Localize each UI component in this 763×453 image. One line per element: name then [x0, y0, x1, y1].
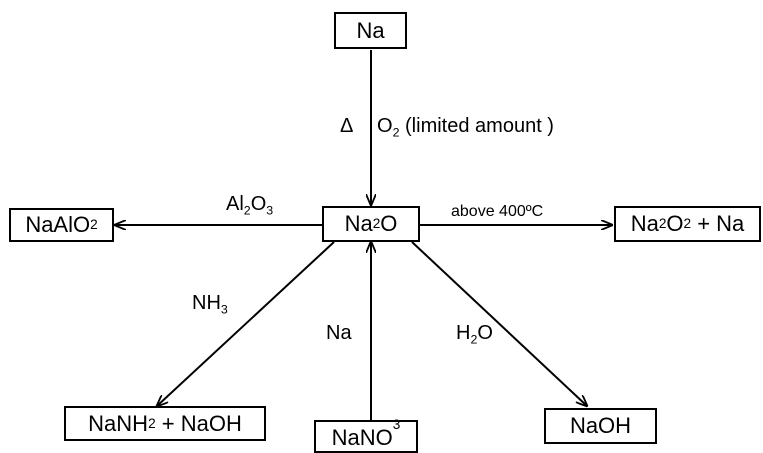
nanh2-main: NaNH: [88, 410, 149, 436]
al2o3-s2: 3: [266, 203, 274, 218]
compound-na-text: Na: [356, 17, 385, 43]
label-h2o: H2O: [456, 322, 493, 347]
h2o-tail: O: [477, 322, 493, 344]
arrow-na2o-to-nanh2: [157, 241, 335, 406]
na2o2-tail: + Na: [691, 211, 745, 236]
nh3-main: NH: [192, 292, 221, 314]
na2o2-mid: O: [666, 211, 684, 236]
compound-na: Na: [334, 12, 407, 49]
na2o-tail: O: [380, 211, 398, 236]
na2o2-main: Na: [630, 211, 659, 236]
naalo2-main: NaAlO: [25, 212, 91, 237]
compound-naoh: NaOH: [544, 408, 657, 444]
o2-tail: (limited amount ): [399, 115, 554, 137]
label-al2o3: Al2O3: [226, 193, 274, 218]
label-o2-limited: O2 (limited amount ): [377, 115, 554, 140]
al2o3-s1: 2: [243, 203, 251, 218]
arrow-na2o-to-naoh: [411, 241, 587, 406]
nano3-main: NaNO: [331, 425, 393, 450]
naoh-text: NaOH: [569, 413, 632, 438]
na2o-main: Na: [344, 211, 373, 236]
al2o3-a: Al: [226, 193, 244, 215]
o2-main: O: [377, 115, 393, 137]
label-na-reagent: Na: [326, 322, 352, 344]
h2o-main: H: [456, 322, 471, 344]
al2o3-b: O: [250, 193, 267, 215]
o2-sub: 2: [392, 125, 400, 140]
label-delta: Δ: [340, 115, 354, 137]
nh3-sub: 3: [220, 302, 228, 317]
h2o-sub: 2: [470, 332, 478, 347]
label-above-400: above 400ºC: [451, 203, 544, 220]
label-nh3: NH3: [192, 292, 228, 317]
nanh2-tail: + NaOH: [155, 410, 242, 436]
